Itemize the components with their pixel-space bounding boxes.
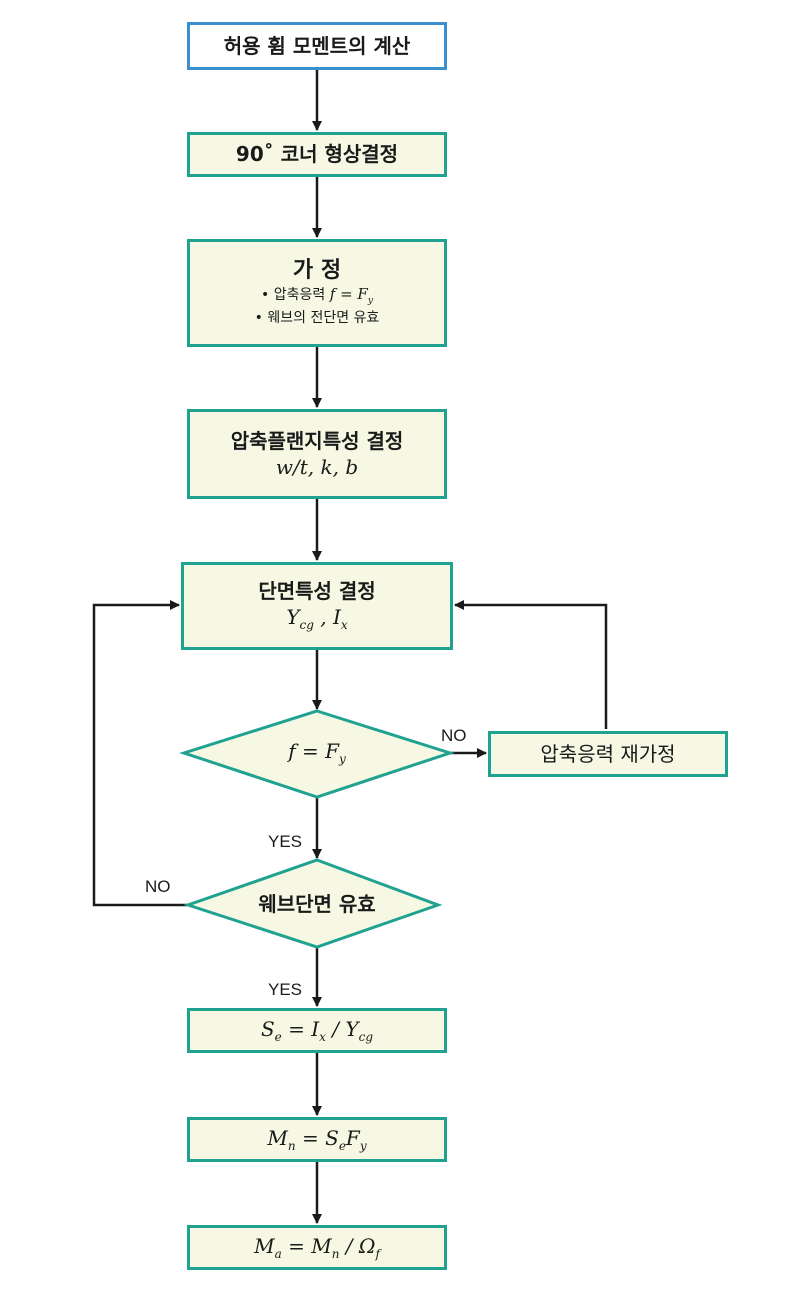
corner-shape-title: 90˚ 코너 형상결정	[235, 142, 399, 166]
assumption-title: 가 정	[292, 258, 342, 284]
arrow-decision2-no-loop	[92, 600, 187, 907]
assumption-item-stress: • 압축응력 f = Fy	[261, 284, 373, 306]
section-property-title: 단면특성 결정	[258, 578, 376, 603]
section-property-params: Ycg , Ix	[286, 604, 348, 632]
start-title: 허용 휨 모멘트의 계산	[223, 33, 411, 58]
arrow-reassume-loop	[454, 600, 608, 729]
label-no-decision2: NO	[145, 877, 171, 896]
formula-ma: Ma = Mn / Ωf	[254, 1233, 380, 1261]
flange-property-title: 압축플랜지특성 결정	[230, 428, 404, 453]
label-yes-decision2: YES	[268, 980, 303, 999]
flange-property-params: w/t, k, b	[275, 454, 359, 479]
corner-shape-box: 90˚ 코너 형상결정	[187, 132, 447, 177]
formula-se-box: Se = Ix / Ycg	[187, 1008, 447, 1053]
assumption-item-web: • 웨브의 전단면 유효	[254, 309, 380, 326]
decision1-text: f = Fy	[288, 739, 346, 767]
reassume-stress-box: 압축응력 재가정	[488, 731, 728, 777]
formula-ma-box: Ma = Mn / Ωf	[187, 1225, 447, 1270]
formula-mn: Mn = SeFy	[267, 1125, 367, 1153]
reassume-stress-title: 압축응력 재가정	[540, 741, 676, 766]
formula-se: Se = Ix / Ycg	[260, 1016, 374, 1044]
decision2-text: 웨브단면 유효	[258, 891, 376, 916]
decision-diamond-f	[179, 709, 455, 799]
assumption-box: 가 정 • 압축응력 f = Fy • 웨브의 전단면 유효	[187, 239, 447, 347]
formula-mn-box: Mn = SeFy	[187, 1117, 447, 1162]
label-yes-decision1: YES	[268, 832, 303, 851]
label-no-decision1: NO	[441, 726, 467, 745]
section-property-box: 단면특성 결정 Ycg , Ix	[181, 562, 453, 650]
flange-property-box: 압축플랜지특성 결정 w/t, k, b	[187, 409, 447, 499]
decision-diamond-web	[183, 858, 443, 949]
start-box: 허용 휨 모멘트의 계산	[187, 22, 447, 70]
